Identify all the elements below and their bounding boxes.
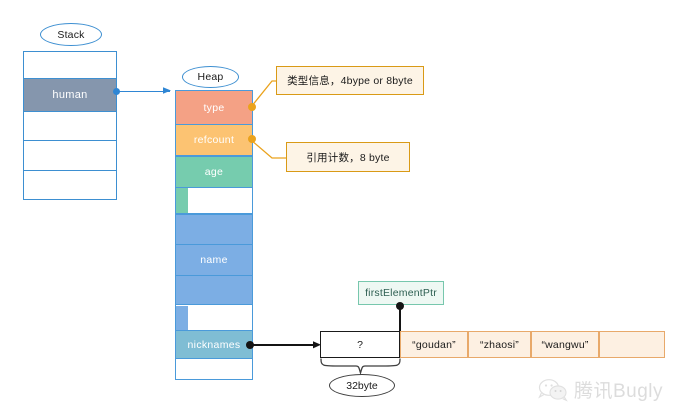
heap-field-name[interactable]: name [176,244,252,275]
heap-label-ellipse: Heap [182,66,239,88]
heap-label-text: Heap [197,71,224,83]
nicknames-origin-dot [246,341,254,349]
stack-cell-0[interactable] [24,52,116,79]
array-element-0[interactable]: “goudan” [400,331,468,358]
heap-field-name-band-a[interactable] [176,214,252,244]
first-element-ptr-box[interactable]: firstElementPtr [358,281,444,305]
watermark: 腾讯Bugly [538,376,663,403]
array-element-0-label: “goudan” [412,338,456,351]
heap-field-type[interactable]: type [176,91,252,124]
heap-field-nicknames[interactable]: nicknames [176,331,252,359]
stack-to-heap-origin-dot [113,88,120,95]
stack-to-heap-arrowhead [163,87,171,94]
refcount-callout: 引用计数，8 byte [286,142,410,172]
heap-field-age-spill [176,187,188,213]
type-callout-anchor-dot [248,103,256,111]
nicknames-to-array-arrowhead [313,341,321,349]
heap-field-name-spill [176,305,188,330]
heap-field-type-label: type [203,101,225,114]
heap-sep-6 [175,274,253,277]
stack-cell-human-label: human [52,89,88,101]
stack-cell-2[interactable] [24,112,116,141]
array-element-2[interactable]: “wangwu” [531,331,599,358]
array-size-ellipse: 32byte [329,374,395,397]
array-element-3[interactable] [599,331,665,358]
stack-to-heap-line [118,90,170,93]
first-element-ptr-line [399,306,402,344]
heap-sep-7 [175,304,253,306]
heap-sep-1 [175,124,253,126]
stack-cell-human[interactable]: human [24,79,116,112]
array-header-size-brace [320,358,401,375]
heap-field-name-band-c[interactable] [176,276,252,305]
heap-sep-9 [175,358,253,360]
type-callout-text: 类型信息，4bype or 8byte [287,75,413,87]
nicknames-to-array-line [252,344,318,346]
stack-cell-4[interactable] [24,171,116,199]
refcount-callout-anchor-dot [248,135,256,143]
heap-field-nicknames-label: nicknames [187,338,241,351]
heap-field-age-label: age [204,165,224,178]
array-size-label: 32byte [346,379,378,392]
stack-label-ellipse: Stack [40,23,102,46]
heap-sep-5 [175,243,253,245]
array-header-cell-label: ? [357,338,363,351]
array-element-1[interactable]: “zhaosi” [468,331,531,358]
heap-field-refcount[interactable]: refcount [176,125,252,156]
array-header-cell[interactable]: ? [320,331,400,358]
first-element-ptr-label: firstElementPtr [365,287,437,299]
heap-sep-2 [175,155,253,157]
watermark-text: 腾讯Bugly [574,381,664,402]
array-element-1-label: “zhaosi” [480,338,519,351]
wechat-icon [538,378,568,402]
refcount-callout-leader-line [250,139,290,159]
heap-field-name-label: name [200,253,228,266]
type-callout: 类型信息，4bype or 8byte [276,66,424,95]
array-element-2-label: “wangwu” [541,338,589,351]
stack-label-text: Stack [57,28,85,41]
heap-sep-8 [175,329,253,332]
refcount-callout-text: 引用计数，8 byte [306,151,390,164]
stack-cell-3[interactable] [24,141,116,171]
heap-field-age[interactable]: age [176,156,252,187]
stack-frame: human [23,51,117,200]
heap-sep-3 [175,186,253,188]
heap-sep-4 [175,212,253,215]
heap-field-refcount-label: refcount [193,134,235,147]
